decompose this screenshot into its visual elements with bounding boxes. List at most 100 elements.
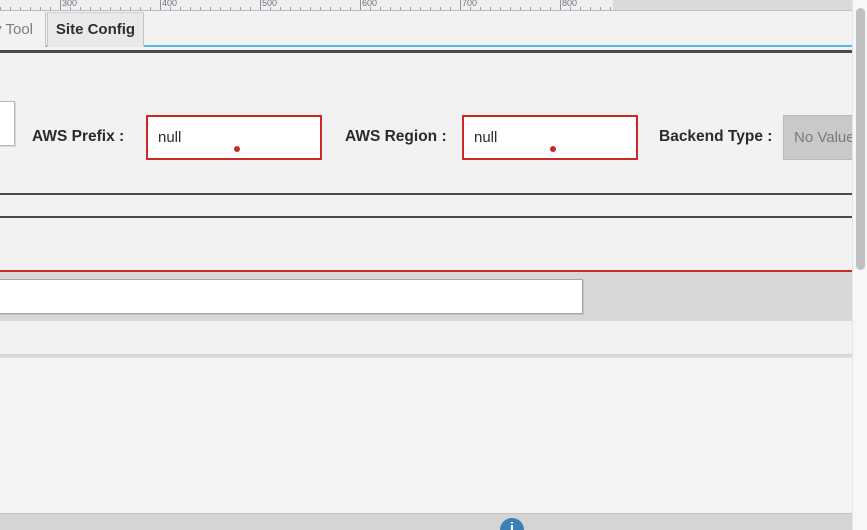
ruler-minor-tick (230, 7, 231, 10)
ruler-minor-tick (250, 7, 251, 10)
ruler-label: 300 (62, 0, 78, 8)
ruler-minor-tick (320, 7, 321, 10)
ruler-minor-tick (350, 7, 351, 10)
tab-deploy-tool[interactable]: y Tool (0, 12, 46, 47)
vertical-scrollbar-track[interactable] (852, 0, 867, 530)
ruler-minor-tick (120, 7, 121, 10)
section-divider-lower (0, 216, 867, 218)
ruler-minor-tick (500, 7, 501, 10)
section-band-middle (0, 195, 867, 216)
section-divider-upper (0, 193, 867, 195)
ruler-minor-tick (90, 7, 91, 10)
ruler-minor-tick (440, 7, 441, 10)
ruler-label: 500 (262, 0, 278, 8)
ruler-minor-tick (240, 7, 241, 10)
search-band (0, 272, 867, 321)
backend-type-label: Backend Type : (659, 128, 773, 145)
ruler-minor-tick (10, 7, 11, 10)
tab-site-config-label: Site Config (55, 21, 136, 38)
ruler-minor-tick (370, 7, 371, 10)
ruler-minor-tick (570, 7, 571, 10)
ruler-minor-tick (40, 7, 41, 10)
ruler-label: 400 (162, 0, 178, 8)
ruler-minor-tick (520, 7, 521, 10)
tab-site-config[interactable]: Site Config (47, 12, 144, 47)
ruler-minor-tick (300, 7, 301, 10)
ruler-minor-tick (380, 7, 381, 10)
ruler-minor-tick (270, 7, 271, 10)
ruler-minor-tick (30, 7, 31, 10)
ruler-minor-tick (390, 7, 391, 10)
ruler-minor-tick (590, 7, 591, 10)
lower-content-fill (0, 358, 867, 513)
ruler-minor-tick (190, 7, 191, 10)
search-input[interactable] (0, 279, 583, 314)
ruler-major-tick (360, 0, 361, 10)
aws-prefix-label: AWS Prefix : (32, 128, 125, 145)
vertical-scrollbar-thumb[interactable] (856, 8, 865, 270)
ruler-inactive-region (613, 0, 867, 11)
aws-region-value: null (474, 129, 498, 146)
aws-prefix-error-dot (234, 146, 240, 152)
tab-bar: y Tool Site Config (0, 12, 867, 47)
ruler-minor-tick (510, 7, 511, 10)
aws-prefix-value: null (158, 129, 182, 146)
backend-type-value: No Value (794, 129, 855, 146)
aws-prefix-input[interactable]: null (146, 115, 322, 160)
truncated-left-input[interactable] (0, 101, 15, 146)
ruler-minor-tick (450, 7, 451, 10)
ruler-minor-tick (340, 7, 341, 10)
ruler-label: 700 (462, 0, 478, 8)
ruler-minor-tick (400, 7, 401, 10)
ruler-minor-tick (280, 7, 281, 10)
ruler-minor-tick (480, 7, 481, 10)
ruler-minor-tick (180, 7, 181, 10)
ruler-minor-tick (580, 7, 581, 10)
aws-region-input[interactable]: null (462, 115, 638, 160)
ruler-major-tick (260, 0, 261, 10)
ruler-minor-tick (200, 7, 201, 10)
bottom-status-strip (0, 513, 867, 530)
ruler-minor-tick (430, 7, 431, 10)
ruler-minor-tick (50, 7, 51, 10)
ruler-label: 600 (362, 0, 378, 8)
ruler-major-tick (460, 0, 461, 10)
ruler-major-tick (160, 0, 161, 10)
aws-field-row: AWS Prefix : null AWS Region : null Back… (0, 113, 867, 161)
ruler-minor-tick (540, 7, 541, 10)
ruler-minor-tick (20, 7, 21, 10)
section-band-lower (0, 218, 867, 270)
ruler-minor-tick (220, 7, 221, 10)
validation-divider (0, 270, 867, 272)
ruler-minor-tick (130, 7, 131, 10)
header-divider (0, 50, 867, 53)
ruler-minor-tick (0, 7, 1, 10)
ruler-minor-tick (470, 7, 471, 10)
ruler-minor-tick (490, 7, 491, 10)
info-icon[interactable]: i (500, 518, 524, 530)
tab-deploy-tool-label: y Tool (0, 21, 33, 38)
ruler-ticks: 300 400 500 600 700 800 (0, 0, 613, 10)
ruler-minor-tick (530, 7, 531, 10)
ruler-minor-tick (100, 7, 101, 10)
ruler-minor-tick (140, 7, 141, 10)
ruler-minor-tick (70, 7, 71, 10)
aws-region-label: AWS Region : (345, 128, 447, 145)
ruler-minor-tick (420, 7, 421, 10)
ruler-minor-tick (330, 7, 331, 10)
ruler-minor-tick (310, 7, 311, 10)
ruler-minor-tick (550, 7, 551, 10)
ruler-major-tick (560, 0, 561, 10)
ruler-minor-tick (210, 7, 211, 10)
ruler-minor-tick (410, 7, 411, 10)
ruler-minor-tick (170, 7, 171, 10)
ruler-minor-tick (600, 7, 601, 10)
ruler-minor-tick (150, 7, 151, 10)
ruler-label: 800 (562, 0, 578, 8)
aws-region-error-dot (550, 146, 556, 152)
ruler-minor-tick (290, 7, 291, 10)
ruler-major-tick (60, 0, 61, 10)
ruler-minor-tick (110, 7, 111, 10)
ruler-minor-tick (610, 7, 611, 10)
